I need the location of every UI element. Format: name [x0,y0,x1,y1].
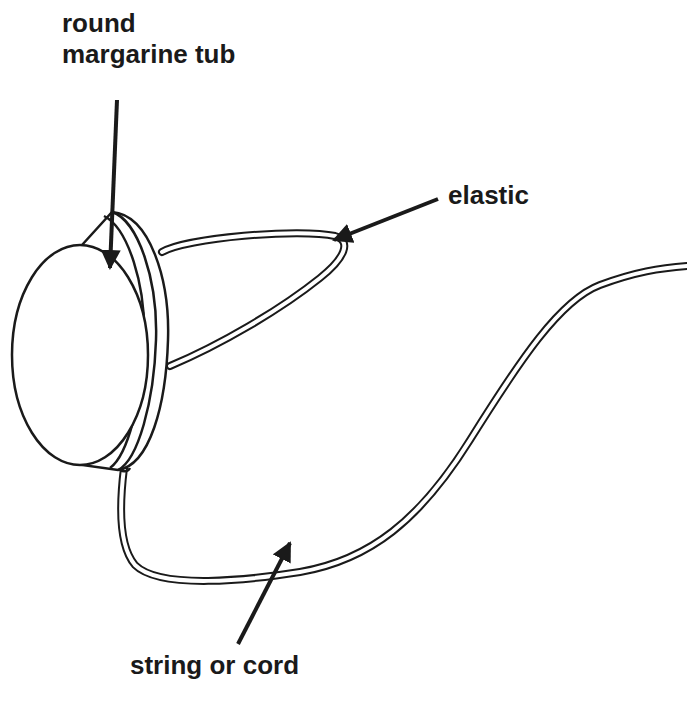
leader-arrow [110,100,117,268]
string [121,266,687,581]
leader-arrow [238,543,290,644]
part-label: elastic [448,180,529,211]
part-label: round margarine tub [62,8,252,70]
part-label: string or cord [130,650,299,681]
margarine-tub [12,212,168,471]
leader-arrow [334,199,438,240]
elastic-loop [162,233,344,366]
leader-arrows [110,100,438,644]
